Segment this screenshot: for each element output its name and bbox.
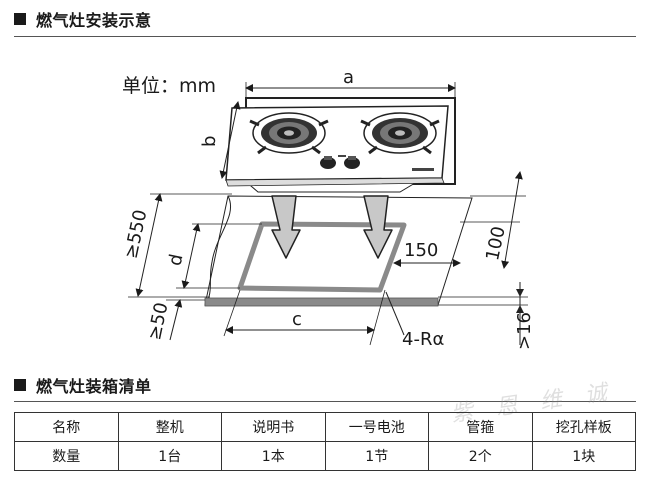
dim-a-label: a	[343, 67, 354, 88]
section-title-installation: 燃气灶安装示意	[36, 11, 152, 30]
corner-radius-leader	[385, 291, 405, 336]
dim-min-depth-line	[135, 193, 163, 297]
stove-edge	[225, 177, 445, 187]
header-divider	[14, 36, 636, 37]
table-cell: 说明书	[221, 412, 326, 442]
dim-min-depth-label: ≥550	[121, 208, 152, 261]
dim-thickness-arrow-top-icon	[516, 289, 524, 297]
table-cell: 1块	[531, 441, 636, 471]
cutout-outline	[237, 221, 407, 293]
right-burner-icon	[360, 112, 440, 155]
unit-label: 单位：mm	[122, 75, 216, 97]
packing-list-table: 名称 整机 说明书 一号电池 管箍 挖孔样板 数量 1台 1本 1节 2个 1块	[14, 412, 636, 471]
table-cell: 1台	[117, 441, 222, 471]
header-square-icon	[14, 379, 26, 391]
dim-d-line	[181, 223, 201, 289]
table-cell: 名称	[14, 412, 119, 442]
table-cell: 管箍	[428, 412, 533, 442]
header-divider	[14, 401, 636, 402]
table-cell: 1本	[221, 441, 326, 471]
section-header-packing: 燃气灶装箱清单	[14, 374, 152, 396]
countertop-front-edge	[204, 297, 439, 307]
brand-mark-right-icon	[412, 168, 434, 171]
dim-b-line	[219, 101, 241, 179]
dim-thickness-label: >16	[514, 312, 535, 350]
left-knob-icon	[320, 156, 336, 169]
dim-side-label: 150	[404, 240, 438, 261]
header-square-icon	[14, 13, 26, 25]
dim-thickness-arrow-bottom-icon	[516, 305, 524, 313]
table-cell: 整机	[117, 412, 222, 442]
dim-min-front-label: ≥50	[144, 301, 172, 343]
left-burner-icon	[249, 112, 329, 155]
dim-d-label: d	[165, 252, 188, 268]
dim-min-front-line	[169, 299, 183, 341]
down-arrow-right-icon	[363, 195, 393, 259]
table-cell: 数量	[14, 441, 119, 471]
dim-c-ext-left	[223, 289, 241, 337]
installation-diagram: 单位：mm	[121, 67, 535, 350]
dim-c-label: c	[292, 309, 302, 330]
dim-c-ext-right	[369, 289, 386, 346]
table-row-header: 名称 整机 说明书 一号电池 管箍 挖孔样板	[14, 412, 636, 442]
section-title-packing: 燃气灶装箱清单	[36, 377, 152, 396]
table-cell: 一号电池	[324, 412, 429, 442]
table-cell: 1节	[324, 441, 429, 471]
table-row: 数量 1台 1本 1节 2个 1块	[14, 441, 636, 471]
table-cell: 2个	[428, 441, 533, 471]
table-cell: 挖孔样板	[531, 412, 636, 442]
down-arrow-left-icon	[271, 195, 301, 259]
dim-back-line	[501, 171, 523, 269]
brand-mark-left-icon	[338, 155, 346, 157]
right-knob-icon	[344, 156, 360, 169]
section-header-installation: 燃气灶安装示意	[14, 8, 152, 30]
countertop-left-curve	[204, 195, 231, 306]
corner-radius-label: 4-Rα	[402, 329, 444, 350]
dim-b-label: b	[199, 136, 220, 147]
